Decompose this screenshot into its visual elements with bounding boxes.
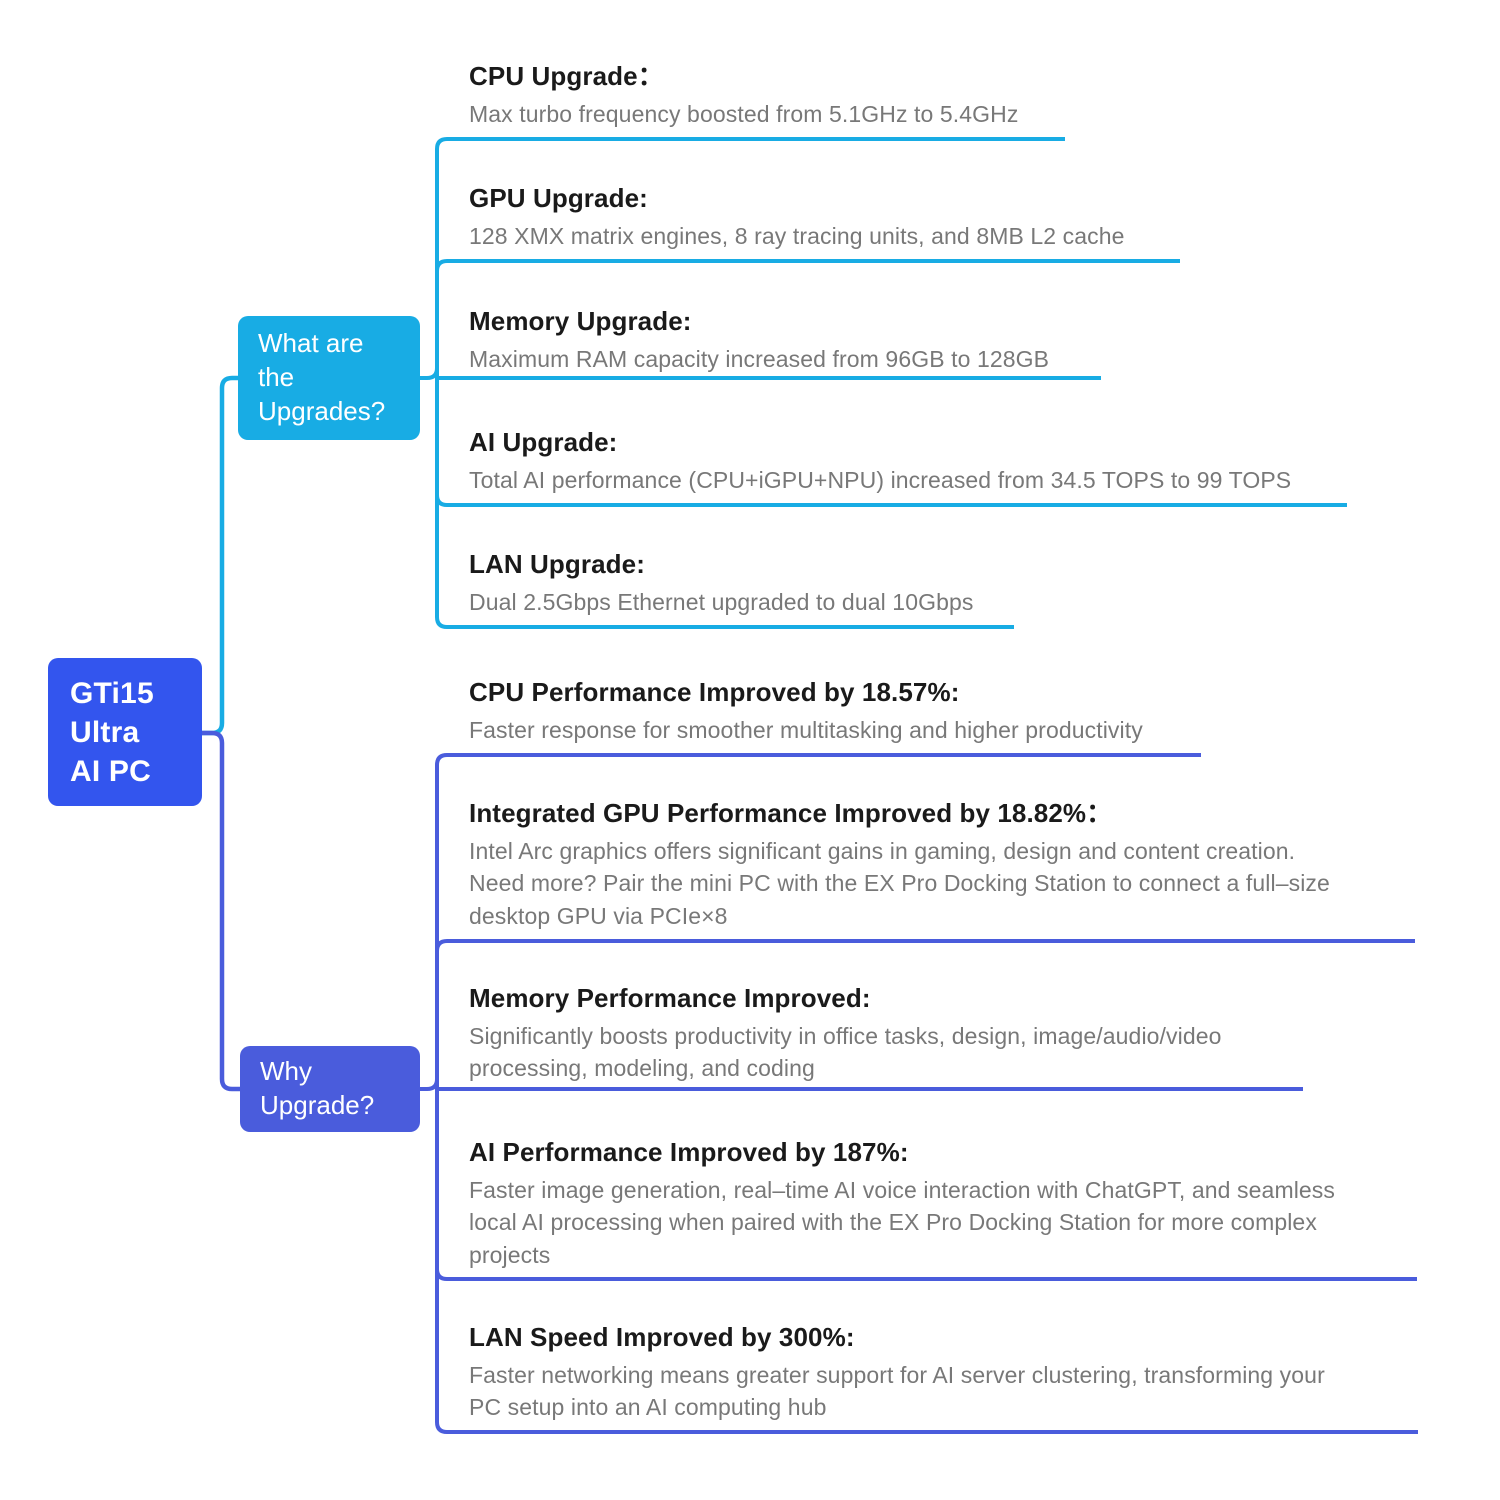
topic-desc-line: Need more? Pair the mini PC with the EX … (469, 870, 1330, 897)
topic-desc-line: Intel Arc graphics offers significant ga… (469, 837, 1296, 864)
root-to-upgrades-connector (202, 375, 238, 736)
topic-title: AI Upgrade: (469, 427, 618, 457)
topic-title: GPU Upgrade: (469, 183, 648, 213)
topic-desc-line: processing, modeling, and coding (469, 1055, 815, 1082)
topic-memory-upgrade[interactable]: Memory Upgrade: Maximum RAM capacity inc… (469, 305, 1049, 375)
topic-lan-upgrade[interactable]: LAN Upgrade: Dual 2.5Gbps Ethernet upgra… (469, 548, 973, 618)
topic-desc-line: Faster image generation, real–time AI vo… (469, 1176, 1336, 1203)
branch-node-upgrades-line-1: What are (258, 328, 364, 359)
root-node[interactable]: GTi15 Ultra AI PC (48, 658, 202, 806)
topic-desc: Faster image generation, real–time AI vo… (469, 1174, 1335, 1272)
branch-node-why-line-1: Why (260, 1056, 312, 1087)
topic-title: Memory Performance Improved: (469, 983, 871, 1013)
topic-desc: Maximum RAM capacity increased from 96GB… (469, 345, 1050, 372)
topic-desc: Intel Arc graphics offers significant ga… (469, 835, 1330, 933)
topic-cpu-performance[interactable]: CPU Performance Improved by 18.57%: Fast… (469, 676, 1143, 746)
topic-desc: Total AI performance (CPU+iGPU+NPU) incr… (469, 466, 1292, 493)
topic-desc: Max turbo frequency boosted from 5.1GHz … (469, 100, 1019, 127)
topic-memory-performance[interactable]: Memory Performance Improved: Significant… (469, 982, 1222, 1085)
topic-title: CPU Upgrade： (469, 61, 664, 91)
topic-title: LAN Upgrade: (469, 549, 645, 579)
root-node-line-3: AI PC (70, 754, 152, 788)
topic-lan-speed[interactable]: LAN Speed Improved by 300%: Faster netwo… (469, 1321, 1325, 1424)
topic-title: Memory Upgrade: (469, 306, 692, 336)
root-node-line-1: GTi15 (70, 676, 154, 710)
branch-node-why-line-2: Upgrade? (260, 1090, 375, 1120)
topic-desc-line: projects (469, 1242, 551, 1269)
topic-title: CPU Performance Improved by 18.57%: (469, 677, 960, 707)
branch-node-why[interactable]: Why Upgrade? (240, 1046, 420, 1132)
topic-desc: Significantly boosts productivity in off… (469, 1020, 1222, 1085)
topic-ai-performance[interactable]: AI Performance Improved by 187%: Faster … (469, 1136, 1335, 1272)
topic-title: LAN Speed Improved by 300%: (469, 1322, 855, 1352)
topic-desc-line: Faster networking means greater support … (469, 1361, 1325, 1388)
branch-node-upgrades-line-3: Upgrades? (258, 395, 386, 426)
topic-desc: Faster response for smoother multitaskin… (469, 716, 1143, 743)
topic-gpu-upgrade[interactable]: GPU Upgrade: 128 XMX matrix engines, 8 r… (469, 182, 1125, 252)
topic-desc: 128 XMX matrix engines, 8 ray tracing un… (469, 222, 1125, 249)
branch-node-upgrades-line-2: the (258, 362, 295, 393)
topic-desc-line: Significantly boosts productivity in off… (469, 1022, 1222, 1049)
topic-title: Integrated GPU Performance Improved by 1… (469, 798, 1113, 828)
topic-title: AI Performance Improved by 187%: (469, 1137, 909, 1167)
branch-node-upgrades[interactable]: What are the Upgrades? (238, 316, 420, 440)
topic-desc-line: local AI processing when paired with the… (469, 1209, 1317, 1236)
topic-igpu-performance[interactable]: Integrated GPU Performance Improved by 1… (469, 797, 1330, 933)
topic-desc: Faster networking means greater support … (469, 1359, 1325, 1424)
root-to-why-connector (202, 730, 240, 1092)
topic-cpu-upgrade[interactable]: CPU Upgrade： Max turbo frequency boosted… (469, 60, 1019, 130)
root-node-line-2: Ultra (70, 715, 140, 749)
topic-desc-line: desktop GPU via PCIe×8 (469, 903, 728, 930)
topic-desc: Dual 2.5Gbps Ethernet upgraded to dual 1… (469, 588, 974, 615)
topic-ai-upgrade[interactable]: AI Upgrade: Total AI performance (CPU+iG… (469, 426, 1291, 496)
topic-desc-line: PC setup into an AI computing hub (469, 1394, 827, 1421)
